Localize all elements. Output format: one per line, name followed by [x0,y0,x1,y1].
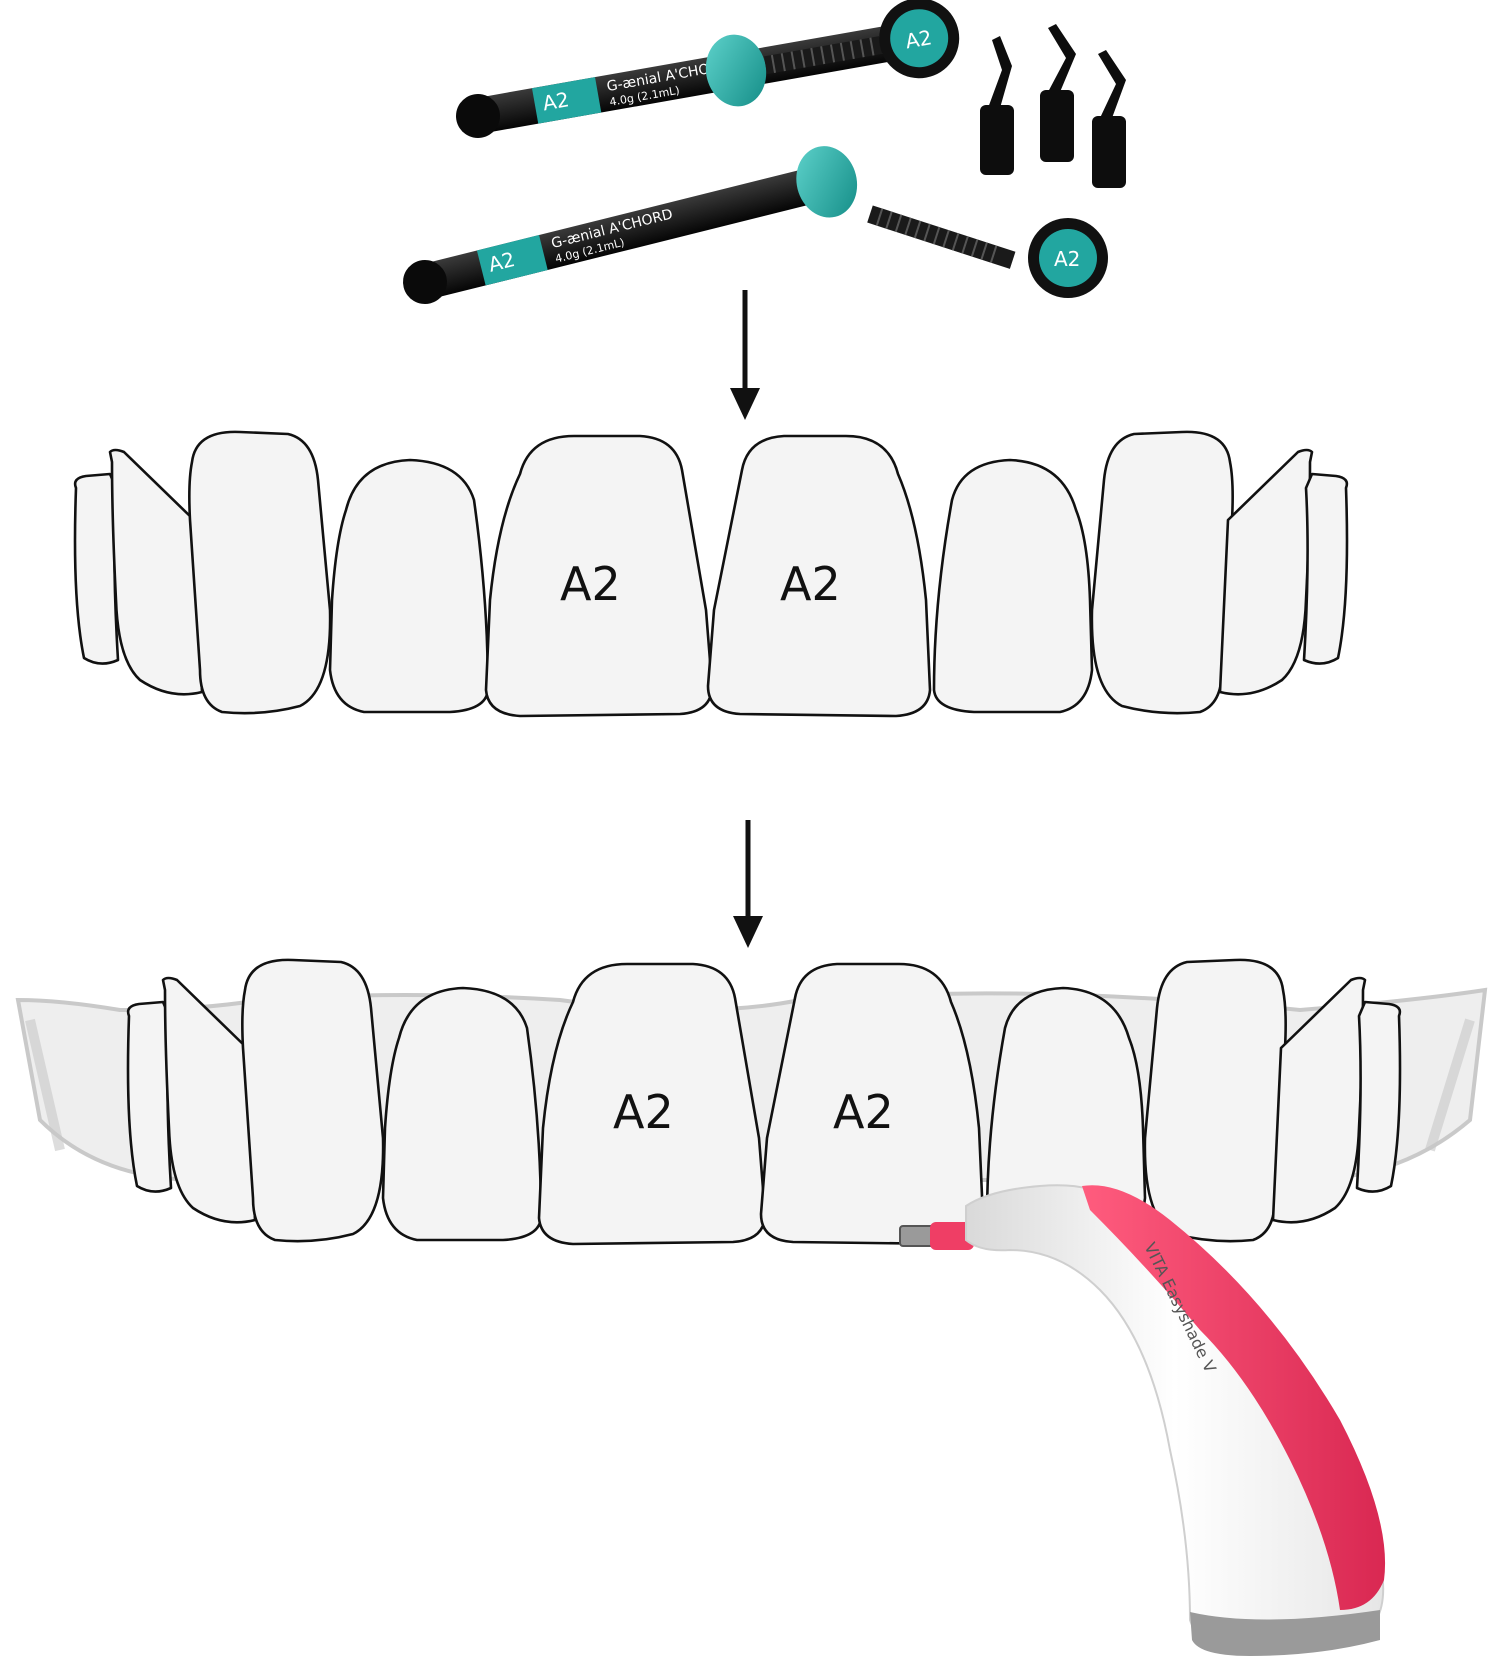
syringe-lower-cap-label: A2 [1054,247,1080,271]
lower-arch-template: A2 A2 [126,958,1402,1246]
syringe-upper: A2 G-ænial A'CHORD 4.0g (2.1mL) A2 [456,0,960,138]
curing-light-head-ring [930,1222,974,1250]
tip-3 [1092,50,1126,188]
tooth-b-central-right [759,962,985,1246]
dispensing-tips [980,24,1126,188]
tooth-b-left-5 [381,986,543,1242]
syringe-upper-shade-label: A2 [541,87,571,115]
tooth-left-6 [188,430,332,715]
tooth-central-left [484,434,714,718]
arrow-down-icon-2 [733,820,763,948]
syringe-lower-cap: A2 [1028,218,1108,298]
tooth-b-left-6 [241,958,385,1243]
syringe-upper-collar [705,34,767,107]
tooth-b-left-8 [126,1000,173,1193]
lower-central-left-shade: A2 [613,1085,674,1139]
arrow-down-icon [730,290,760,420]
syringe-lower: A2 G-ænial A'CHORD 4.0g (2.1mL) [403,160,854,304]
syringe-lower-plunger [867,205,1016,269]
upper-central-left-shade: A2 [560,557,621,611]
tooth-right-5 [932,458,1094,714]
tooth-b-right-5 [985,986,1147,1242]
curing-light-pink-panel [1082,1185,1386,1610]
tip-1 [980,36,1014,175]
upper-arch-template: A2 A2 [73,430,1349,718]
tip-2 [1040,24,1076,162]
tooth-central-right [706,434,932,718]
tooth-right-6 [1090,430,1234,715]
tooth-b-left-7 [161,976,257,1224]
tooth-b-right-8 [1355,1000,1402,1193]
lower-central-right-shade: A2 [833,1085,894,1139]
upper-central-right-shade: A2 [780,557,841,611]
tooth-right-8 [1302,472,1349,665]
tooth-left-7 [108,448,204,696]
tooth-b-central-left [537,962,767,1246]
syringe-upper-cap-label: A2 [903,25,933,53]
curing-light-device: VITA Easyshade V [899,1184,1386,1656]
tooth-b-right-6 [1143,958,1287,1243]
tooth-left-5 [328,458,490,714]
tooth-left-8 [73,472,120,665]
syringe-lower-collar [796,146,858,218]
curing-light-base [1190,1610,1380,1656]
composite-syringes: A2 G-ænial A'CHORD 4.0g (2.1mL) A2 A [403,0,1126,304]
